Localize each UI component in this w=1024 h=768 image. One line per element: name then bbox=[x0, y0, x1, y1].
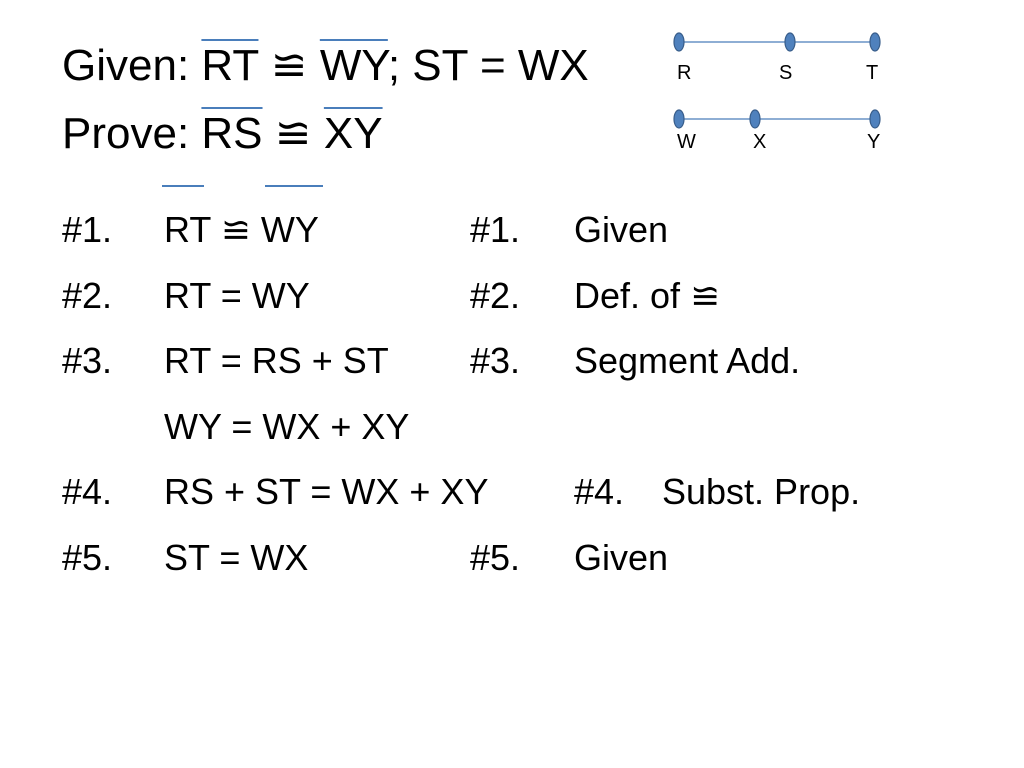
step-number: #3. bbox=[62, 340, 113, 381]
point-s bbox=[784, 32, 796, 52]
step-statement: RT = RS + ST bbox=[164, 340, 389, 381]
point-w bbox=[673, 109, 685, 129]
proof-step-2: #2. RT = WY #2. Def. of ≌ bbox=[0, 276, 1024, 316]
label-point-x: X bbox=[753, 131, 766, 153]
label-point-w: W bbox=[677, 131, 696, 153]
given-rest: ; ST = WX bbox=[387, 41, 589, 90]
prove-line: Prove: RS ≌ XY bbox=[62, 112, 383, 156]
given-line: Given: RT ≌ WY; ST = WX bbox=[62, 44, 589, 88]
label-point-s: S bbox=[779, 62, 792, 84]
step-reason: Def. of ≌ bbox=[574, 275, 721, 316]
step-reason: Given bbox=[574, 537, 669, 578]
step-statement: WY = WX + XY bbox=[164, 406, 410, 447]
step-statement: RT = WY bbox=[164, 275, 310, 316]
step-reason: Given bbox=[574, 209, 669, 250]
prove-label: Prove: bbox=[62, 109, 190, 158]
step-number: #5. bbox=[62, 537, 113, 578]
stray-overline-mark bbox=[265, 185, 323, 187]
proof-step-3-continued: WY = WX + XY bbox=[0, 407, 1024, 447]
segment-diagram: R S T W X Y bbox=[673, 32, 881, 153]
prove-congruent-symbol: ≌ bbox=[274, 109, 312, 158]
proof-step-5: #5. ST = WX #5. Given bbox=[0, 538, 1024, 578]
step-reason: Segment Add. bbox=[574, 340, 801, 381]
step-statement: ST = WX bbox=[164, 537, 309, 578]
reason-number: #3. bbox=[470, 340, 521, 381]
reason-number: #2. bbox=[470, 275, 521, 316]
step-number: #1. bbox=[62, 209, 113, 250]
given-congruent-symbol: ≌ bbox=[270, 41, 308, 90]
point-x bbox=[749, 109, 761, 129]
reason-number: #4. bbox=[574, 471, 625, 512]
reason-number: #1. bbox=[470, 209, 521, 250]
step-number: #2. bbox=[62, 275, 113, 316]
label-point-r: R bbox=[677, 62, 691, 84]
step-reason: Subst. Prop. bbox=[662, 471, 861, 512]
prove-segment-rs: RS bbox=[201, 109, 263, 158]
proof-step-1: #1. RT ≌ WY #1. Given bbox=[0, 210, 1024, 250]
given-segment-rt: RT bbox=[201, 41, 259, 90]
point-r bbox=[673, 32, 685, 52]
step-statement: RS + ST = WX + XY bbox=[164, 471, 489, 512]
prove-segment-xy: XY bbox=[323, 109, 383, 158]
given-segment-wy: WY bbox=[319, 41, 388, 90]
proof-step-4: #4. RS + ST = WX + XY #4. Subst. Prop. bbox=[0, 472, 1024, 512]
point-y bbox=[869, 109, 881, 129]
reason-number: #5. bbox=[470, 537, 521, 578]
step-number: #4. bbox=[62, 471, 113, 512]
given-label: Given: bbox=[62, 41, 190, 90]
label-point-t: T bbox=[866, 62, 878, 84]
label-point-y: Y bbox=[867, 131, 880, 153]
point-t bbox=[869, 32, 881, 52]
step-statement: RT ≌ WY bbox=[164, 209, 319, 250]
stray-overline-mark bbox=[162, 185, 204, 187]
proof-step-3: #3. RT = RS + ST #3. Segment Add. bbox=[0, 341, 1024, 381]
